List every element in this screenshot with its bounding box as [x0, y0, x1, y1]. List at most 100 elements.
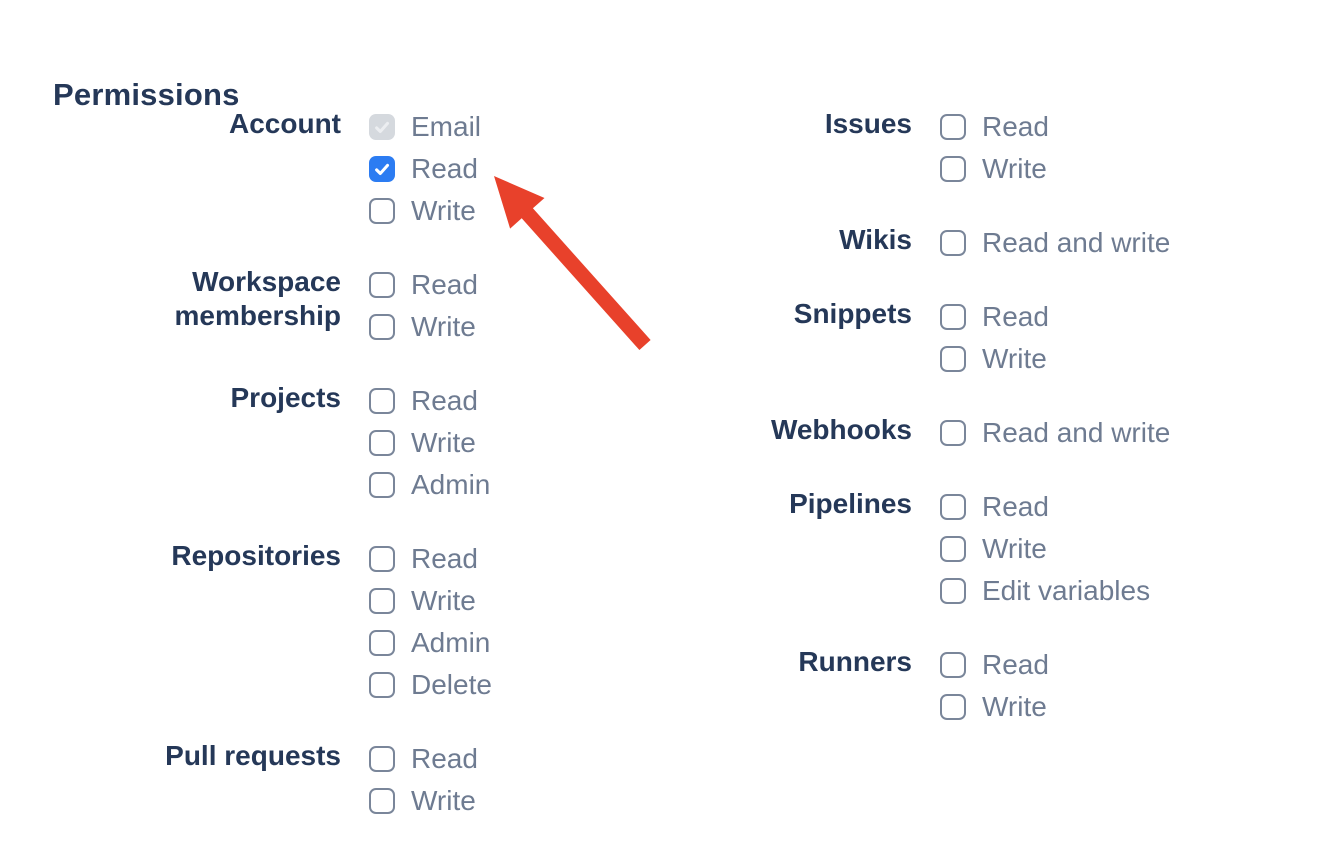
option-label-runners-write[interactable]: Write	[982, 691, 1047, 722]
group-label-snippets: Snippets	[793, 298, 912, 329]
checkbox-snippets-write[interactable]	[940, 346, 966, 372]
checkbox-repositories-write[interactable]	[369, 588, 395, 614]
option-row-repositories-write: Write	[369, 585, 492, 616]
checkbox-issues-read[interactable]	[940, 114, 966, 140]
option-label-workspace-membership-read[interactable]: Read	[411, 269, 478, 300]
option-row-account-write: Write	[369, 195, 481, 226]
option-row-pull-requests-read: Read	[369, 743, 478, 774]
group-label-repositories: Repositories	[171, 540, 341, 571]
option-row-workspace-membership-read: Read	[369, 269, 478, 300]
option-label-issues-read[interactable]: Read	[982, 111, 1049, 142]
option-row-repositories-delete: Delete	[369, 669, 492, 700]
option-label-pull-requests-read[interactable]: Read	[411, 743, 478, 774]
checkbox-pull-requests-write[interactable]	[369, 788, 395, 814]
option-label-repositories-read[interactable]: Read	[411, 543, 478, 574]
check-icon	[375, 121, 390, 134]
checkbox-issues-write[interactable]	[940, 156, 966, 182]
checkbox-projects-write[interactable]	[369, 430, 395, 456]
check-icon	[375, 163, 390, 176]
option-row-runners-read: Read	[940, 649, 1049, 680]
option-row-pipelines-write: Write	[940, 533, 1150, 564]
option-label-projects-admin[interactable]: Admin	[411, 469, 491, 500]
checkbox-pull-requests-read[interactable]	[369, 746, 395, 772]
option-label-workspace-membership-write[interactable]: Write	[411, 311, 476, 342]
checkbox-wikis-read-and-write[interactable]	[940, 230, 966, 256]
option-label-runners-read[interactable]: Read	[982, 649, 1049, 680]
checkbox-repositories-delete[interactable]	[369, 672, 395, 698]
option-label-account-email: Email	[411, 111, 482, 142]
option-label-repositories-write[interactable]: Write	[411, 585, 476, 616]
options-list-wikis: Read and write	[940, 227, 1171, 272]
option-label-snippets-write[interactable]: Write	[982, 343, 1047, 374]
option-row-projects-admin: Admin	[369, 469, 491, 500]
options-list-webhooks: Read and write	[940, 417, 1171, 462]
option-row-repositories-read: Read	[369, 543, 492, 574]
option-label-pipelines-read[interactable]: Read	[982, 491, 1049, 522]
checkbox-runners-write[interactable]	[940, 694, 966, 720]
option-label-account-write[interactable]: Write	[411, 195, 476, 226]
option-label-snippets-read[interactable]: Read	[982, 301, 1049, 332]
checkbox-projects-admin[interactable]	[369, 472, 395, 498]
checkbox-repositories-admin[interactable]	[369, 630, 395, 656]
option-label-repositories-delete[interactable]: Delete	[411, 669, 492, 700]
checkbox-workspace-membership-read[interactable]	[369, 272, 395, 298]
option-row-wikis-read-and-write: Read and write	[940, 227, 1171, 258]
checkbox-repositories-read[interactable]	[369, 546, 395, 572]
checkbox-account-email	[369, 114, 395, 140]
option-row-projects-read: Read	[369, 385, 490, 416]
option-row-pipelines-read: Read	[940, 491, 1150, 522]
checkbox-webhooks-read-and-write[interactable]	[940, 420, 966, 446]
option-row-snippets-write: Write	[940, 343, 1049, 374]
group-label-webhooks: Webhooks	[770, 414, 912, 445]
page-title: Permissions	[53, 77, 240, 112]
checkbox-snippets-read[interactable]	[940, 304, 966, 330]
checkbox-projects-read[interactable]	[369, 388, 395, 414]
option-label-wikis-read-and-write[interactable]: Read and write	[982, 227, 1171, 258]
option-label-issues-write[interactable]: Write	[982, 153, 1047, 184]
checkbox-workspace-membership-write[interactable]	[369, 314, 395, 340]
option-row-snippets-read: Read	[940, 301, 1049, 332]
permission-group-webhooks: Webhooks Read and write	[702, 414, 1171, 462]
option-label-projects-write[interactable]: Write	[411, 427, 476, 458]
checkbox-account-read[interactable]	[369, 156, 395, 182]
checkbox-pipelines-read[interactable]	[940, 494, 966, 520]
group-label-account: Account	[229, 108, 341, 139]
option-label-pipelines-write[interactable]: Write	[982, 533, 1047, 564]
option-label-account-read[interactable]: Read	[411, 153, 478, 184]
option-row-account-read: Read	[369, 153, 481, 184]
group-label-projects: Projects	[230, 382, 342, 413]
option-label-repositories-admin[interactable]: Admin	[411, 627, 491, 658]
option-label-projects-read[interactable]: Read	[411, 385, 478, 416]
option-row-workspace-membership-write: Write	[369, 311, 478, 342]
checkbox-pipelines-write[interactable]	[940, 536, 966, 562]
checkbox-pipelines-edit-variables[interactable]	[940, 578, 966, 604]
option-row-runners-write: Write	[940, 691, 1049, 722]
checkbox-runners-read[interactable]	[940, 652, 966, 678]
checkbox-account-write[interactable]	[369, 198, 395, 224]
group-label-pipelines: Pipelines	[789, 488, 912, 519]
option-label-pull-requests-write[interactable]: Write	[411, 785, 476, 816]
group-label-workspace-membership: Workspace membership	[174, 266, 342, 331]
option-label-webhooks-read-and-write[interactable]: Read and write	[982, 417, 1171, 448]
option-label-pipelines-edit-variables[interactable]: Edit variables	[982, 575, 1151, 606]
